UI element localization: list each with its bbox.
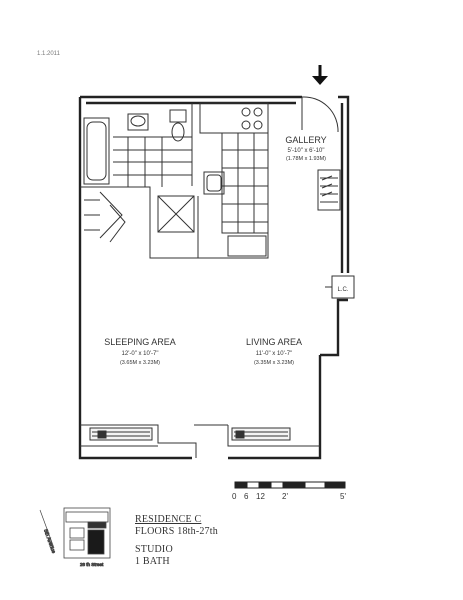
- unit-type: STUDIO: [135, 544, 173, 555]
- closet: [84, 191, 198, 259]
- scale-label-12: 12: [256, 492, 265, 501]
- floors-label: FLOORS 18th-27th: [135, 526, 218, 537]
- bath-count: 1 BATH: [135, 556, 170, 567]
- key-plan-street-label: 5th Avenue: [42, 529, 56, 555]
- gallery-dims-ft: 5'-10" x 6'-10": [288, 148, 325, 154]
- room-labels: GALLERY 5'-10" x 6'-10" (1.78M x 1.93M) …: [104, 135, 326, 366]
- residence-title: RESIDENCE C: [135, 514, 202, 525]
- sleeping-area-dims-ft: 12'-0" x 10'-7": [122, 351, 159, 357]
- key-plan-bottom-label: 26 th Street: [80, 562, 104, 567]
- document-note: 1.1.2011: [37, 51, 60, 57]
- gallery-dims-m: (1.78M x 1.93M): [286, 156, 326, 162]
- key-plan: 5th Avenue 26 th Street: [39, 507, 111, 567]
- gallery-label: GALLERY: [285, 135, 326, 145]
- living-area-dims-ft: 11'-0" x 10'-7": [256, 351, 292, 357]
- kitchen: [197, 102, 269, 259]
- scale-label-2ft: 2': [282, 492, 288, 501]
- scale-label-0: 0: [232, 492, 237, 501]
- scale-label-5ft: 5': [340, 492, 346, 501]
- scale-bar: [234, 481, 346, 489]
- svg-text:L.C.: L.C.: [337, 287, 348, 293]
- gallery-area: [301, 96, 341, 211]
- bathroom: [80, 103, 193, 196]
- living-area-dims-m: (3.35M x 3.23M): [254, 360, 294, 366]
- sleeping-area-label: SLEEPING AREA: [104, 337, 176, 347]
- exterior-walls: [78, 95, 350, 460]
- windows: [80, 424, 320, 458]
- living-area-label: LIVING AREA: [246, 337, 302, 347]
- scale-label-6: 6: [244, 492, 249, 501]
- sleeping-area-dims-m: (3.65M x 3.23M): [120, 360, 160, 366]
- entry-arrow-icon: [312, 65, 328, 85]
- utility-box: L.C.: [325, 275, 355, 299]
